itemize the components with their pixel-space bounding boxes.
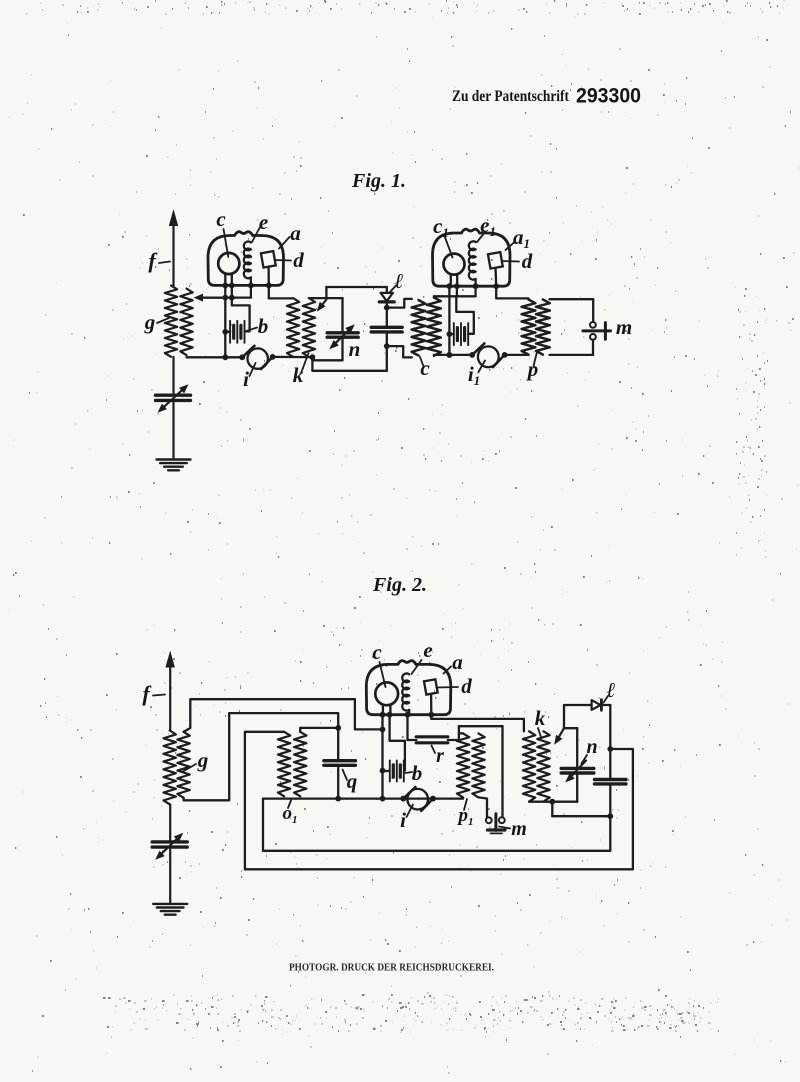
svg-text:k: k xyxy=(535,706,546,730)
svg-text:e: e xyxy=(259,210,268,234)
svg-text:m: m xyxy=(616,315,632,339)
svg-text:Fig. 1.: Fig. 1. xyxy=(351,170,406,192)
svg-text:a: a xyxy=(290,221,301,245)
svg-text:b: b xyxy=(412,761,423,785)
svg-text:k: k xyxy=(293,363,304,387)
svg-text:f: f xyxy=(142,681,152,706)
svg-text:m: m xyxy=(511,818,527,840)
svg-text:q: q xyxy=(347,769,358,793)
svg-text:r: r xyxy=(436,745,444,767)
svg-text:PHOTOGR. DRUCK DER REICHSDRUCK: PHOTOGR. DRUCK DER REICHSDRUCKEREI. xyxy=(289,963,494,974)
svg-text:g: g xyxy=(144,310,156,334)
svg-text:Zu der Patentschrift: Zu der Patentschrift xyxy=(452,88,570,105)
svg-text:i: i xyxy=(400,808,406,832)
svg-text:b: b xyxy=(258,314,269,338)
svg-text:c: c xyxy=(372,640,382,664)
svg-text:d: d xyxy=(461,674,472,698)
svg-text:f: f xyxy=(148,248,158,273)
svg-text:Fig. 2.: Fig. 2. xyxy=(372,574,427,596)
svg-text:n: n xyxy=(586,736,597,758)
svg-text:293300: 293300 xyxy=(576,84,641,108)
svg-text:c: c xyxy=(216,207,226,231)
svg-text:a: a xyxy=(452,650,463,674)
svg-text:g: g xyxy=(197,748,209,772)
svg-text:n: n xyxy=(349,337,361,361)
svg-text:e: e xyxy=(423,638,432,662)
svg-text:c: c xyxy=(420,356,430,380)
svg-text:d: d xyxy=(293,248,304,272)
svg-text:ℓ: ℓ xyxy=(395,269,404,293)
svg-text:p: p xyxy=(526,357,539,381)
svg-text:i: i xyxy=(243,367,249,391)
svg-text:ℓ: ℓ xyxy=(607,678,616,702)
svg-text:d: d xyxy=(522,249,533,273)
